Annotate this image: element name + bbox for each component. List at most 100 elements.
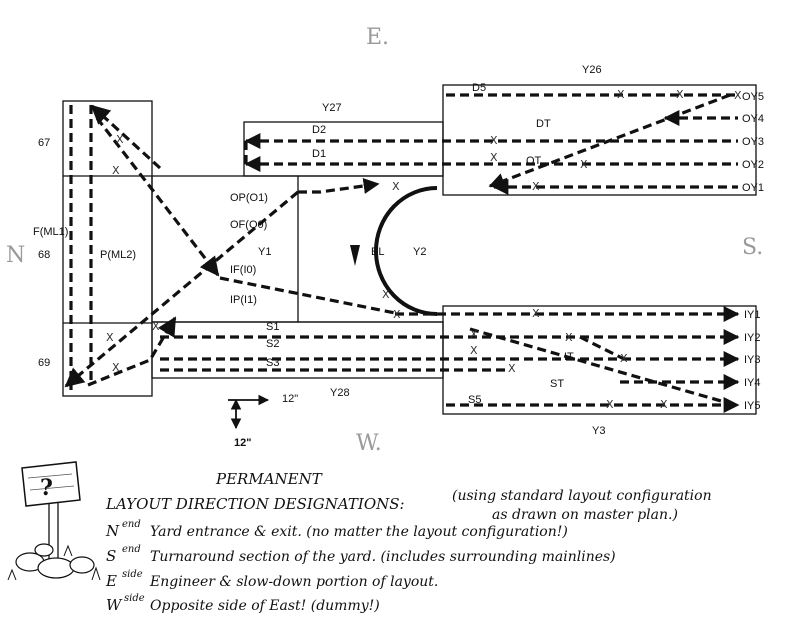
turnout-mark: X	[116, 133, 124, 146]
signpost-grass	[7, 544, 101, 581]
label-oy4: OY4	[742, 113, 764, 125]
label-dt: DT	[536, 118, 551, 130]
notes-subtitle-1: (using standard layout configuration	[452, 488, 712, 504]
label-s1: S1	[266, 321, 279, 333]
signpost-wood-grain	[27, 473, 75, 491]
yard-y28-box	[151, 321, 444, 379]
outbound-tracks	[244, 93, 738, 195]
inbound-tracks	[160, 306, 740, 413]
turnout-marks: X X X X X X X X X X X X X X X X X X X X …	[106, 88, 742, 411]
scale-horizontal-label: 12"	[282, 393, 298, 405]
turnout-mark: X	[606, 398, 614, 411]
structure-boxes	[62, 84, 757, 415]
note-text: Turnaround section of the yard. (include…	[150, 549, 616, 565]
note-line-west: W side Opposite side of East! (dummy!)	[106, 593, 380, 614]
turnout-mark: X	[617, 88, 625, 101]
label-iy3: IY3	[744, 354, 761, 366]
compass-north: N	[6, 243, 25, 268]
label-iy5: IY5	[744, 400, 761, 412]
label-s3: S3	[266, 357, 279, 369]
loop-direction-arrow	[350, 245, 360, 266]
note-text: Engineer & slow-down portion of layout.	[149, 574, 438, 590]
turnout-mark: X	[490, 151, 498, 164]
label-67: 67	[38, 137, 50, 149]
scale-vertical-label: 12"	[234, 437, 251, 449]
turnout-mark: X	[508, 362, 516, 375]
turnout-mark: X	[392, 180, 400, 193]
track-return-lead	[87, 316, 177, 387]
label-ip: IP(I1)	[230, 294, 257, 306]
label-y27: Y27	[322, 102, 342, 114]
note-text: Yard entrance & exit. (no matter the lay…	[150, 524, 568, 540]
track-ip-lead	[219, 276, 396, 315]
track-labels: D5 D2 D1 DT OT S1 S2 S3 S5 IT ST	[266, 82, 574, 406]
label-iy4: IY4	[744, 377, 761, 389]
label-iy1: IY1	[744, 309, 761, 321]
note-text: Opposite side of East! (dummy!)	[150, 598, 380, 614]
note-letter: E	[105, 572, 117, 590]
label-oy2: OY2	[742, 159, 764, 171]
yard-y27-box	[243, 121, 444, 177]
note-superscript: end	[122, 519, 141, 530]
turnout-mark: X	[565, 331, 573, 344]
label-69: 69	[38, 357, 50, 369]
track-diagonal-of	[64, 190, 300, 388]
label-op: OP(O1)	[230, 192, 268, 204]
turnout-mark: X	[620, 352, 628, 365]
label-it: IT	[564, 351, 574, 363]
scale-indicator: 12" 12"	[228, 393, 298, 449]
track-diagonal-op	[90, 104, 162, 170]
label-68: 68	[38, 249, 50, 261]
turnout-mark: X	[676, 88, 684, 101]
turnout-mark: X	[532, 180, 540, 193]
label-s5: S5	[468, 394, 481, 406]
label-st: ST	[550, 378, 564, 390]
turnout-mark: X	[470, 328, 478, 341]
label-oy5: OY5	[742, 91, 764, 103]
turnout-mark: X	[382, 288, 390, 301]
turnout-mark: X	[106, 331, 114, 344]
label-y1: Y1	[258, 246, 271, 258]
note-letter: N	[105, 522, 120, 540]
notes-heading: PERMANENT	[215, 470, 323, 488]
label-oy1: OY1	[742, 182, 764, 194]
turnout-mark: X	[393, 308, 401, 321]
label-if: IF(I0)	[230, 264, 256, 276]
track-op-lead	[298, 178, 380, 194]
track-diagonal-if	[95, 117, 220, 277]
direction-notes: PERMANENT LAYOUT DIRECTION DESIGNATIONS:…	[105, 470, 712, 614]
label-d5: D5	[472, 82, 486, 94]
label-y2: Y2	[413, 246, 426, 258]
turnout-mark: X	[660, 398, 668, 411]
main-tracks	[64, 104, 396, 390]
label-ot: OT	[526, 155, 542, 167]
label-oy3: OY3	[742, 136, 764, 148]
note-superscript: side	[122, 569, 143, 580]
label-iy2: IY2	[744, 332, 761, 344]
label-pml2: P(ML2)	[100, 249, 136, 261]
note-superscript: end	[122, 544, 141, 555]
compass-east: E.	[366, 25, 389, 50]
compass-south: S.	[742, 235, 763, 260]
label-y28: Y28	[330, 387, 350, 399]
track-dt	[488, 93, 731, 189]
note-line-east: E side Engineer & slow-down portion of l…	[105, 569, 438, 590]
inbound-labels: IY1 IY2 IY3 IY4 IY5	[744, 309, 761, 412]
label-d2: D2	[312, 124, 326, 136]
note-letter: S	[106, 547, 116, 565]
compass-west: W.	[356, 431, 382, 456]
turnout-mark: X	[112, 361, 120, 374]
yard-labels: Y26 Y27 Y28 Y3 Y1 Y2 OP(O1) OF(O0) IF(I0…	[33, 64, 605, 437]
turnout-mark: X	[734, 89, 742, 102]
signpost-rock	[69, 556, 95, 574]
yard-y1-box	[151, 175, 299, 323]
note-superscript: side	[124, 593, 145, 604]
label-d1: D1	[312, 148, 326, 160]
signpost-rock	[34, 543, 54, 557]
signpost-rock	[37, 557, 75, 579]
turnout-mark: X	[490, 134, 498, 147]
turnaround-loop	[374, 186, 438, 316]
note-line-south: S end Turnaround section of the yard. (i…	[106, 544, 616, 565]
turnout-mark: X	[470, 344, 478, 357]
